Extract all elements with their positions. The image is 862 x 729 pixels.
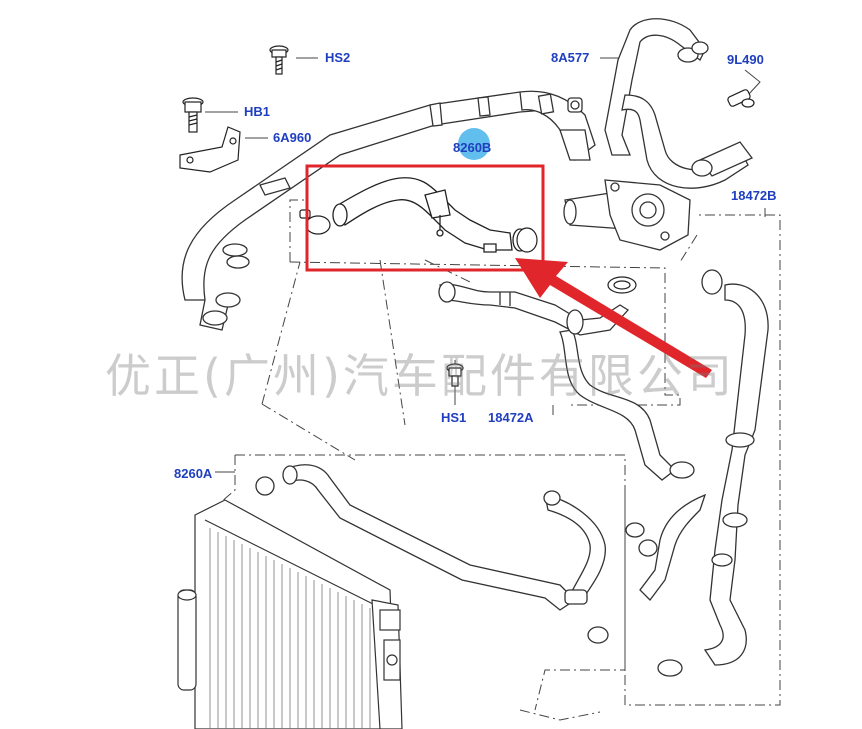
sensor-9l490-icon [727, 89, 755, 108]
label-8260a[interactable]: 8260A [174, 466, 213, 481]
highlight-callout [305, 164, 712, 378]
label-hb1[interactable]: HB1 [244, 104, 271, 119]
clamp-8260b-left [299, 209, 331, 235]
watermark: 优正(广州)汽车配件有限公司 [105, 349, 735, 403]
label-8260b[interactable]: 8260B [453, 140, 492, 155]
label-9l490[interactable]: 9L490 [727, 52, 764, 67]
hose-18472a [438, 281, 695, 481]
clamp-thermostat [607, 276, 637, 294]
part-badge [458, 128, 490, 160]
radiator [177, 499, 403, 729]
label-hs1[interactable]: HS1 [441, 410, 467, 425]
label-hs2[interactable]: HS2 [325, 50, 351, 65]
thermostat-housing [563, 179, 691, 251]
hose-18472b [625, 269, 769, 677]
bolt-hs1-icon [446, 363, 464, 387]
label-18472a[interactable]: 18472A [488, 410, 534, 425]
bolt-hs2-icon [269, 45, 289, 75]
label-6a960[interactable]: 6A960 [273, 130, 312, 145]
bracket-6a960-icon [179, 126, 241, 173]
bolt-hb1-icon [182, 97, 204, 133]
hose-8a577 [604, 18, 754, 189]
clamp-8260b-right [516, 227, 538, 253]
label-18472b[interactable]: 18472B [731, 188, 777, 203]
upper-bypass-hose [181, 90, 596, 331]
label-8a577[interactable]: 8A577 [551, 50, 590, 65]
leader-lines [205, 57, 766, 473]
hose-8260a [255, 464, 609, 644]
hose-8260b [332, 177, 528, 253]
